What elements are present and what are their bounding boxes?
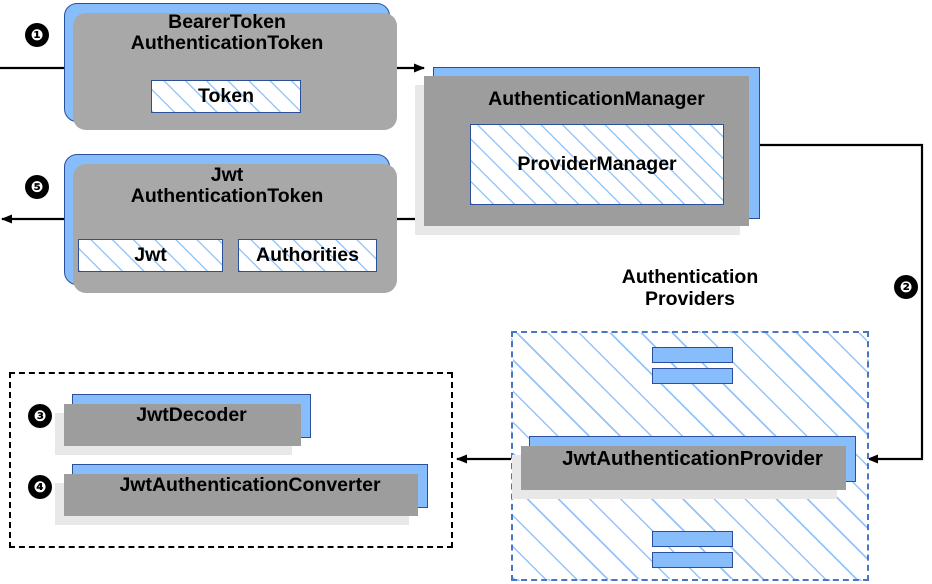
authentication-providers-label: Authentication Providers	[511, 266, 869, 311]
provider-stack-bar-bottom-1	[652, 531, 733, 547]
auth-providers-label-line1: Authentication	[621, 266, 759, 288]
jwt-authentication-token-node[interactable]: Jwt AuthenticationToken Jwt Authorities	[64, 154, 397, 293]
jwt-authentication-provider-node[interactable]: JwtAuthenticationProvider	[512, 436, 856, 499]
authentication-manager-title: AuthenticationManager	[488, 88, 705, 110]
jwt-support-components-container	[9, 372, 453, 548]
bearer-token-title-line2: AuthenticationToken	[130, 32, 324, 55]
provider-stack-bar-top-2	[652, 368, 733, 384]
jwt-authentication-token-title: Jwt AuthenticationToken	[65, 164, 389, 208]
step-marker-4: ❹	[28, 475, 52, 499]
jwt-authentication-converter-node[interactable]: JwtAuthenticationConverter	[55, 464, 428, 525]
jwt-token-title-line1: Jwt	[210, 164, 244, 186]
jwt-decoder-node[interactable]: JwtDecoder	[55, 394, 311, 455]
authentication-manager-node[interactable]: AuthenticationManager ProviderManager	[415, 67, 760, 235]
bearer-token-authentication-token-node[interactable]: BearerToken AuthenticationToken Token	[64, 3, 397, 130]
authorities-inner-panel: Authorities	[238, 239, 377, 272]
auth-providers-label-line2: Providers	[645, 287, 735, 310]
provider-manager-inner-panel: ProviderManager	[470, 124, 724, 205]
jwt-inner-panel: Jwt	[78, 239, 223, 272]
step-marker-5: ❺	[25, 175, 49, 199]
step-marker-1: ❶	[25, 23, 49, 47]
step-marker-3: ❸	[28, 404, 52, 428]
bearer-token-title: BearerToken AuthenticationToken	[65, 11, 389, 55]
step-marker-2: ❷	[894, 275, 918, 299]
bearer-token-inner-token-panel: Token	[151, 80, 301, 113]
provider-stack-bar-bottom-2	[652, 552, 733, 568]
bearer-token-title-line1: BearerToken	[168, 11, 286, 33]
provider-stack-bar-top-1	[652, 347, 733, 363]
jwt-token-title-line2: AuthenticationToken	[130, 185, 324, 208]
